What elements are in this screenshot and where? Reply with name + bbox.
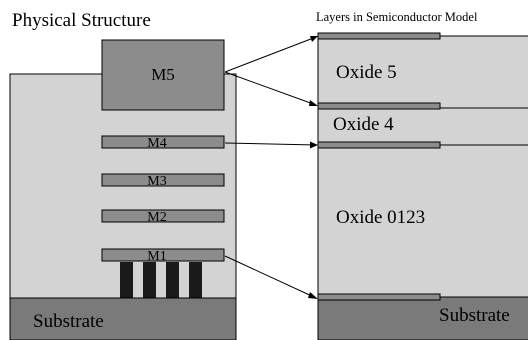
metal-m3 bbox=[101, 173, 225, 187]
semiconductor-model-title: Layers in Semiconductor Model bbox=[316, 10, 478, 24]
model-substrate-label: Substrate bbox=[439, 305, 510, 326]
metal-m5 bbox=[101, 39, 225, 111]
metal-m2 bbox=[101, 209, 225, 223]
metal-m3-label: M3 bbox=[147, 174, 166, 189]
device-pillar bbox=[189, 262, 202, 299]
model-substrate bbox=[317, 296, 528, 340]
layer-oxide-0123 bbox=[317, 144, 528, 298]
arrow-m1 bbox=[224, 255, 317, 299]
arrow-m4 bbox=[224, 142, 317, 146]
physical-structure: M5 M4 M3 M2 M1 Substrate bbox=[9, 39, 237, 340]
semiconductor-model: Oxide 5 Oxide 4 Oxide 0123 Substrate bbox=[317, 32, 528, 340]
physical-substrate bbox=[9, 297, 237, 340]
device-pillar bbox=[143, 262, 156, 299]
layer-oxide-4-label: Oxide 4 bbox=[333, 114, 394, 135]
arrowhead bbox=[309, 100, 318, 106]
metal-m4 bbox=[101, 135, 225, 149]
physical-substrate-label: Substrate bbox=[33, 311, 104, 332]
metal-m4-label: M4 bbox=[147, 136, 166, 151]
physical-structure-title: Physical Structure bbox=[12, 10, 151, 31]
metal-m5-label: M5 bbox=[151, 65, 175, 84]
device-pillar bbox=[120, 262, 133, 299]
device-pillar bbox=[166, 262, 179, 299]
arrowhead bbox=[308, 292, 318, 299]
layer-oxide-0123-label: Oxide 0123 bbox=[336, 207, 425, 228]
metal-m1 bbox=[101, 248, 225, 262]
model-metal-m4 bbox=[317, 141, 441, 149]
arrow-m5-bottom bbox=[224, 71, 317, 106]
model-metal-m1 bbox=[317, 293, 441, 301]
metal-m1-label: M1 bbox=[147, 249, 166, 264]
arrowhead bbox=[310, 36, 318, 42]
model-metal-m5-bottom bbox=[317, 102, 441, 110]
model-metal-m5-top bbox=[317, 32, 441, 40]
arrowhead bbox=[310, 141, 318, 149]
layer-oxide-5 bbox=[317, 35, 528, 109]
layer-oxide-4 bbox=[317, 107, 528, 146]
layer-oxide-5-label: Oxide 5 bbox=[336, 62, 397, 83]
arrow-m5-top bbox=[224, 36, 317, 73]
mapping-arrows bbox=[224, 36, 318, 299]
metal-m2-label: M2 bbox=[147, 210, 166, 225]
